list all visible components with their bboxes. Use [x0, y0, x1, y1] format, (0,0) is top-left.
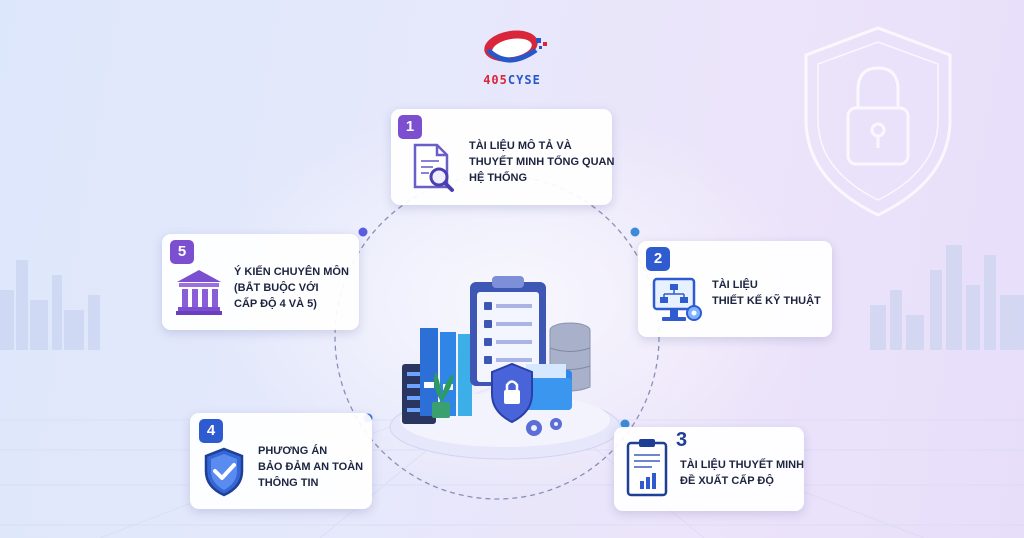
- step-text-line: THIẾT KẾ KỸ THUẬT: [712, 295, 821, 307]
- step-badge-4: 4: [199, 419, 223, 443]
- brand-wordmark: 405CYSE: [466, 73, 558, 87]
- step-text-line: ĐỀ XUẤT CẤP ĐỘ: [680, 475, 774, 487]
- government-building-icon: [176, 270, 222, 315]
- document-search-icon: [413, 143, 454, 192]
- step-text-line: (BẮT BUỘC VỚI: [234, 282, 319, 294]
- step-badge-3: 3: [676, 429, 688, 451]
- step-card-4[interactable]: 4 PHƯƠNG ÁN BẢO ĐẢM AN TOÀN THÔNG TIN: [190, 413, 372, 509]
- step-card-5[interactable]: 5 Ý KIẾN CHUYÊN MÔN (BẮT BUỘC VỚI CẤP ĐỘ…: [162, 234, 359, 330]
- clipboard-chart-icon: [626, 439, 668, 497]
- step-text-5: Ý KIẾN CHUYÊN MÔN (BẮT BUỘC VỚI CẤP ĐỘ 4…: [234, 264, 349, 312]
- step-text-2: TÀI LIỆU THIẾT KẾ KỸ THUẬT: [712, 277, 821, 309]
- ring-dot: [630, 227, 640, 237]
- step-text-1: TÀI LIỆU MÔ TẢ VÀ THUYẾT MINH TỔNG QUAN …: [469, 138, 614, 186]
- step-card-3[interactable]: 3 TÀI LIỆU THUYẾT MINH ĐỀ XUẤT CẤP ĐỘ: [614, 427, 804, 511]
- step-card-1[interactable]: 1 TÀI LIỆU MÔ TẢ VÀ THUYẾT MINH TỔNG QUA…: [391, 109, 614, 205]
- step-badge-1: 1: [398, 115, 422, 139]
- center-illustration: [389, 276, 621, 460]
- step-text-line: CẤP ĐỘ 4 VÀ 5): [234, 298, 317, 310]
- network-monitor-icon: [652, 277, 702, 321]
- step-card-2[interactable]: 2 TÀI LIỆU THIẾT KẾ KỸ THUẬT: [638, 241, 832, 337]
- step-badge-5: 5: [170, 240, 194, 264]
- step-text-3: TÀI LIỆU THUYẾT MINH ĐỀ XUẤT CẤP ĐỘ: [680, 457, 804, 489]
- ring-dot: [620, 419, 630, 429]
- step-text-line: TÀI LIỆU: [712, 279, 758, 291]
- step-badge-2: 2: [646, 247, 670, 271]
- step-text-4: PHƯƠNG ÁN BẢO ĐẢM AN TOÀN THÔNG TIN: [258, 443, 363, 491]
- step-text-line: THÔNG TIN: [258, 477, 319, 489]
- brand-logo: [484, 30, 547, 63]
- step-text-line: HỆ THỐNG: [469, 172, 528, 184]
- step-text-line: Ý KIẾN CHUYÊN MÔN: [234, 266, 349, 278]
- brand-part2: CYSE: [507, 73, 541, 87]
- step-text-line: PHƯƠNG ÁN: [258, 445, 328, 457]
- step-text-line: TÀI LIỆU THUYẾT MINH: [680, 459, 805, 471]
- step-text-line: THUYẾT MINH TỔNG QUAN: [469, 156, 615, 168]
- step-text-line: TÀI LIỆU MÔ TẢ VÀ: [469, 140, 572, 152]
- brand-part1: 405: [483, 73, 508, 87]
- step-text-line: BẢO ĐẢM AN TOÀN: [258, 461, 364, 473]
- ring-dot: [358, 227, 368, 237]
- shield-check-icon: [204, 447, 244, 497]
